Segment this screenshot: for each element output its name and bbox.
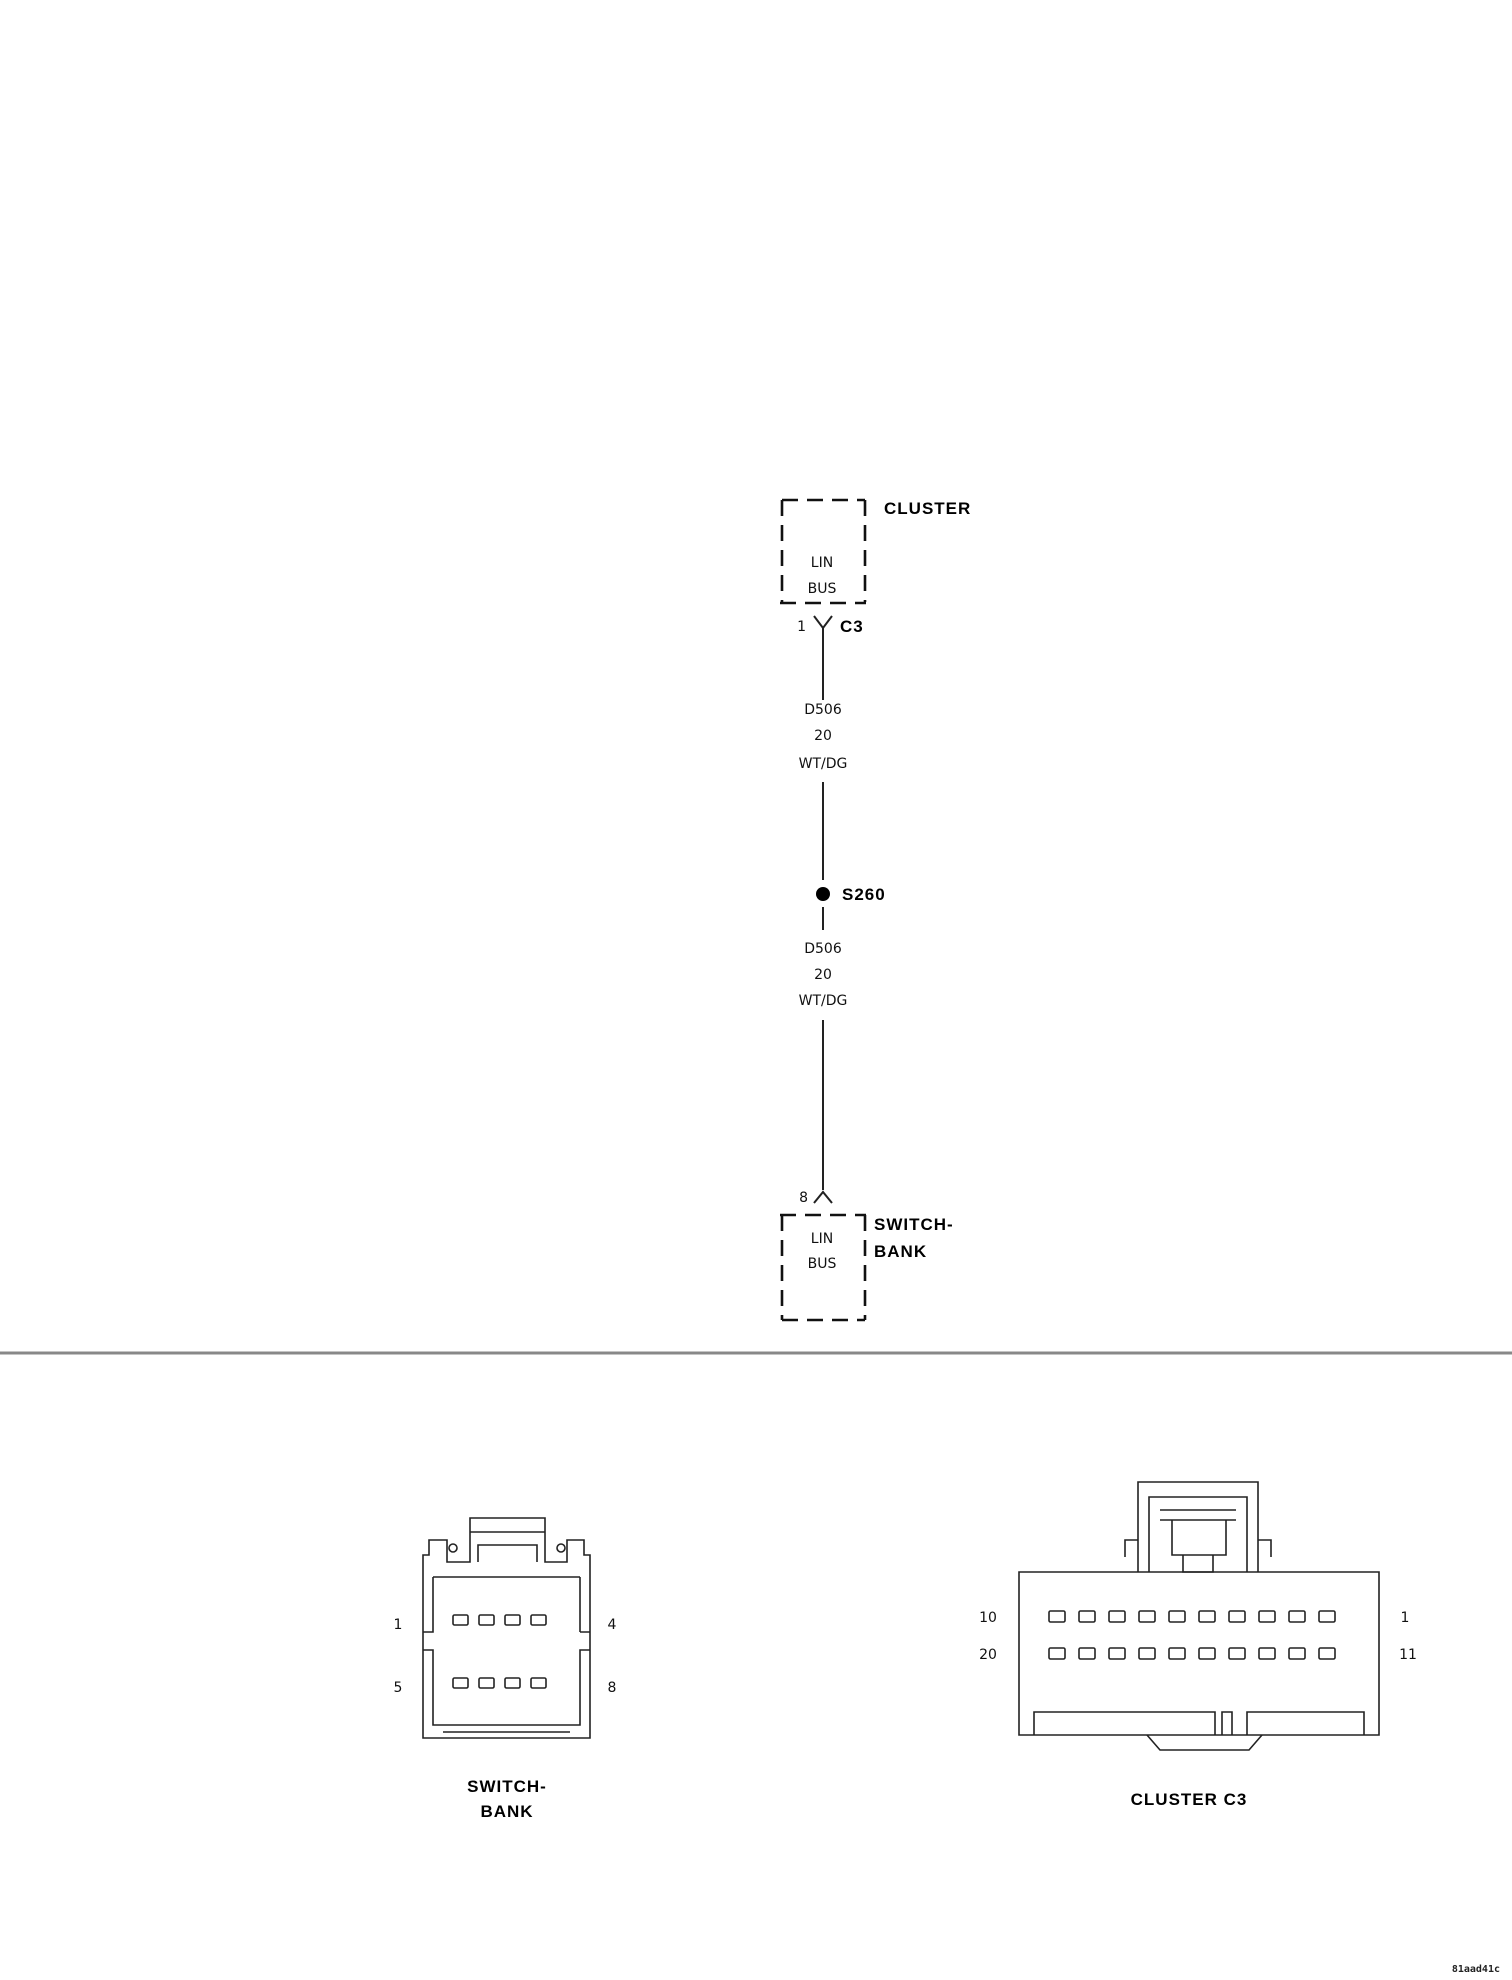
splice-name: S260 bbox=[842, 885, 886, 904]
switch-bank-module-name-1: SWITCH- bbox=[874, 1215, 954, 1234]
figure-code: 81aad41c bbox=[1452, 1964, 1500, 1975]
switch-bank-pin-1: 1 bbox=[394, 1617, 403, 1633]
cluster-c3-cavity bbox=[1138, 1610, 1156, 1623]
cluster-bus-label: BUS bbox=[808, 581, 837, 597]
c3-pin-number: 1 bbox=[797, 619, 806, 635]
cluster-c3-cavity bbox=[1108, 1610, 1126, 1623]
wire-upper-circuit: D506 bbox=[804, 702, 842, 718]
switch-bank-label-1: SWITCH- bbox=[467, 1777, 547, 1796]
wire-lower-gauge: 20 bbox=[814, 967, 832, 983]
cluster-c3-cavity bbox=[1108, 1647, 1126, 1660]
switch-bank-cavity bbox=[478, 1614, 495, 1626]
switch-bank-cavity bbox=[530, 1677, 547, 1689]
cluster-c3-cavity bbox=[1288, 1610, 1306, 1623]
switch-bank-bus-label: BUS bbox=[808, 1256, 837, 1272]
cluster-c3-cavity bbox=[1048, 1647, 1066, 1660]
cluster-c3-pin-1: 1 bbox=[1401, 1610, 1410, 1626]
cluster-module-name: CLUSTER bbox=[884, 499, 971, 518]
cluster-c3-cavity bbox=[1078, 1610, 1096, 1623]
switch-bank-cavity bbox=[504, 1614, 521, 1626]
switch-bank-lin-label: LIN bbox=[811, 1231, 833, 1247]
cluster-c3-cavity bbox=[1168, 1647, 1186, 1660]
switch-bank-cavity bbox=[530, 1614, 547, 1626]
switch-bank-pin-8: 8 bbox=[608, 1680, 617, 1696]
cluster-c3-pin-10: 10 bbox=[979, 1610, 997, 1626]
cluster-c3-cavity bbox=[1318, 1647, 1336, 1660]
cluster-c3-cavity bbox=[1288, 1647, 1306, 1660]
cluster-c3-cavity bbox=[1318, 1610, 1336, 1623]
cluster-c3-connector-face bbox=[1018, 1481, 1380, 1751]
cluster-c3-cavity bbox=[1258, 1610, 1276, 1623]
cluster-c3-cavity bbox=[1138, 1647, 1156, 1660]
cluster-c3-label: CLUSTER C3 bbox=[1131, 1790, 1248, 1809]
splice-dot bbox=[816, 887, 830, 901]
cluster-c3-cavity bbox=[1168, 1610, 1186, 1623]
switch-bank-cavity-grid bbox=[452, 1614, 547, 1689]
switch-bank-label-2: BANK bbox=[480, 1802, 533, 1821]
wire-lower-color: WT/DG bbox=[799, 993, 848, 1009]
cluster-c3-cavity bbox=[1228, 1647, 1246, 1660]
switch-bank-pin-number: 8 bbox=[799, 1190, 808, 1206]
wire-lower-circuit: D506 bbox=[804, 941, 842, 957]
cluster-c3-cavity bbox=[1198, 1647, 1216, 1660]
cluster-c3-cavity bbox=[1258, 1647, 1276, 1660]
switch-bank-pin-5: 5 bbox=[394, 1680, 403, 1696]
cluster-c3-cavity bbox=[1048, 1610, 1066, 1623]
switch-bank-cavity bbox=[452, 1677, 469, 1689]
cluster-c3-cavity bbox=[1228, 1610, 1246, 1623]
cluster-c3-cavity bbox=[1198, 1610, 1216, 1623]
c3-connector-name: C3 bbox=[840, 617, 864, 636]
switch-bank-connector-symbol bbox=[813, 1190, 833, 1204]
c3-connector-symbol bbox=[813, 615, 833, 630]
switch-bank-cavity bbox=[452, 1614, 469, 1626]
switch-bank-cavity bbox=[478, 1677, 495, 1689]
cluster-module: LIN BUS bbox=[780, 498, 867, 605]
switch-bank-module: LIN BUS bbox=[780, 1213, 867, 1322]
cluster-c3-pin-20: 20 bbox=[979, 1647, 997, 1663]
switch-bank-pin-4: 4 bbox=[608, 1617, 617, 1633]
switch-bank-module-name-2: BANK bbox=[874, 1242, 927, 1261]
wire-upper-color: WT/DG bbox=[799, 756, 848, 772]
switch-bank-cavity bbox=[504, 1677, 521, 1689]
cluster-c3-pin-11: 11 bbox=[1399, 1647, 1417, 1663]
cluster-c3-cavity-grid bbox=[1048, 1610, 1336, 1660]
cluster-lin-label: LIN bbox=[811, 555, 833, 571]
wire-upper-gauge: 20 bbox=[814, 728, 832, 744]
cluster-c3-cavity bbox=[1078, 1647, 1096, 1660]
switch-bank-connector-face bbox=[422, 1517, 591, 1739]
